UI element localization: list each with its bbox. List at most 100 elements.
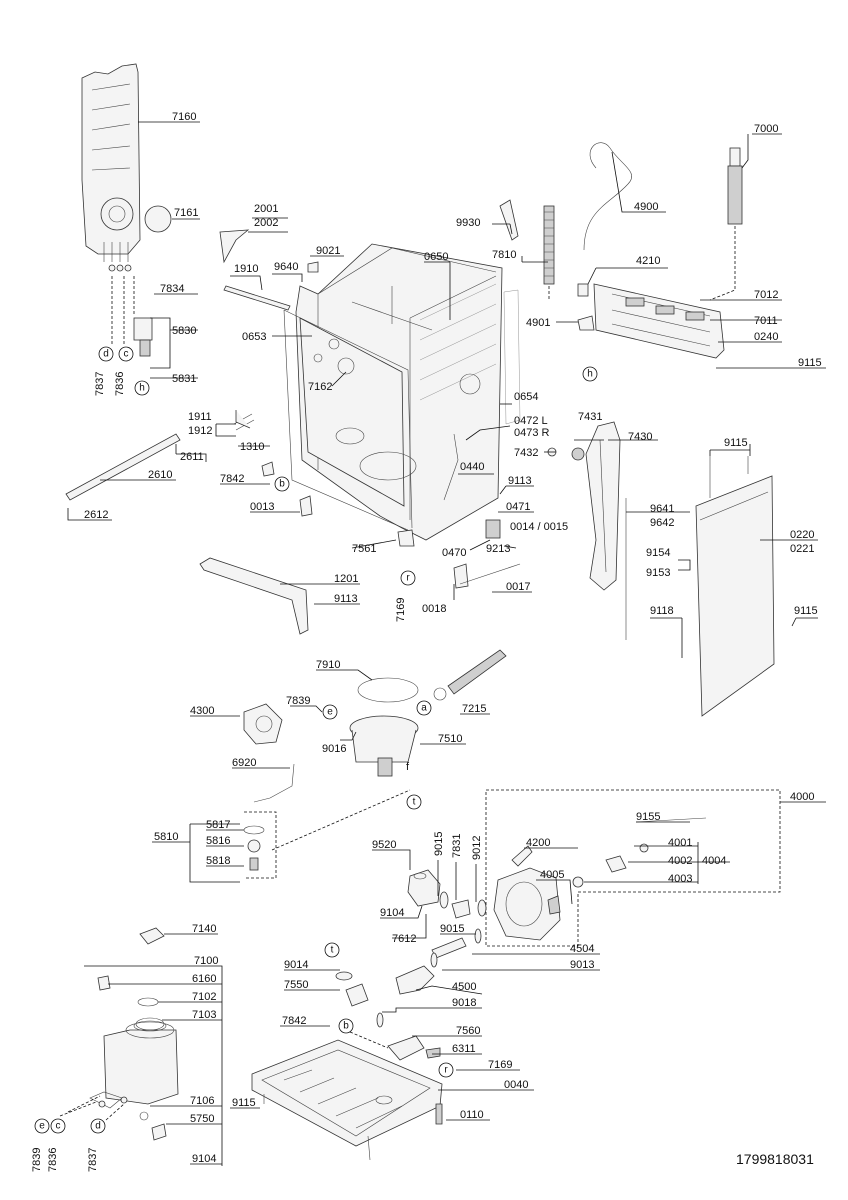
part-7100-softener — [89, 1017, 179, 1109]
label-0013: 0013 — [250, 501, 274, 513]
label-9118: 9118 — [650, 605, 674, 617]
part-7430-spray-arm — [547, 421, 621, 591]
label-7432: 7432 — [514, 447, 538, 459]
label-2002: 2002 — [254, 217, 278, 229]
part-9012-clamp — [477, 899, 487, 917]
label-5831: 5831 — [172, 373, 196, 385]
marker-f: f — [406, 761, 410, 773]
part-9520-heater-block — [407, 869, 441, 907]
label-4001: 4001 — [668, 837, 692, 849]
part-2001-bracket — [219, 229, 250, 264]
label-9013: 9013 — [570, 959, 594, 971]
label-0653: 0653 — [242, 331, 266, 343]
part-7161-ring — [144, 205, 172, 233]
label-9018: 9018 — [452, 997, 476, 1009]
marker-t-2: t — [331, 945, 334, 956]
part-0440-seal — [443, 433, 459, 501]
label-7560: 7560 — [456, 1025, 480, 1037]
label-0017: 0017 — [506, 581, 530, 593]
part-7510-sump — [349, 715, 419, 777]
part-9021-clip — [307, 261, 319, 273]
part-7106-seal — [139, 1111, 149, 1121]
label-7837-a: 7837 — [94, 372, 106, 396]
part-4200-capacitor — [511, 845, 533, 867]
part-6160-filter — [97, 975, 111, 991]
label-7100: 7100 — [194, 955, 218, 967]
part-5830-valve — [111, 276, 153, 357]
label-0018: 0018 — [422, 603, 446, 615]
label-9014: 9014 — [284, 959, 308, 971]
label-7834: 7834 — [160, 283, 184, 295]
label-7842-a: 7842 — [220, 473, 244, 485]
label-7140: 7140 — [192, 923, 216, 935]
label-7836-b: 7836 — [47, 1148, 59, 1172]
label-9520: 9520 — [372, 839, 396, 851]
part-0654-insulation — [503, 289, 521, 425]
label-4210: 4210 — [636, 255, 660, 267]
marker-h-1: h — [139, 383, 145, 394]
label-4003: 4003 — [668, 873, 692, 885]
label-7839-b: 7839 — [31, 1148, 43, 1172]
marker-c-2: c — [56, 1121, 61, 1132]
part-4901-connector — [577, 315, 595, 331]
part-7000-hose — [709, 147, 743, 301]
part-7103-seal — [133, 1020, 167, 1032]
label-4004: 4004 — [702, 855, 726, 867]
label-9015-a: 9015 — [433, 832, 445, 856]
label-7215: 7215 — [462, 703, 486, 715]
label-0654: 0654 — [514, 391, 538, 403]
label-1310: 1310 — [240, 441, 264, 453]
label-1201: 1201 — [334, 573, 358, 585]
label-0472: 0472 L — [514, 415, 548, 427]
label-0470: 0470 — [442, 547, 466, 559]
label-7162: 7162 — [308, 381, 332, 393]
part-0013-foot — [299, 495, 313, 517]
label-5830: 5830 — [172, 325, 196, 337]
part-7561-hinge — [397, 529, 415, 547]
marker-b-1: b — [279, 479, 285, 490]
label-2001: 2001 — [254, 203, 278, 215]
label-9115-a: 9115 — [798, 357, 822, 369]
label-4504: 4504 — [570, 943, 594, 955]
label-9153: 9153 — [646, 567, 670, 579]
label-7430: 7430 — [628, 431, 652, 443]
label-2611: 2611 — [180, 451, 204, 463]
part-4500-drain-pump — [395, 952, 438, 995]
label-9115-b: 9115 — [724, 437, 748, 449]
marker-r-1: r — [406, 573, 410, 584]
label-5818: 5818 — [206, 855, 230, 867]
label-7831: 7831 — [451, 834, 463, 858]
part-2610-rail — [65, 433, 181, 501]
label-9115-c: 9115 — [794, 605, 818, 617]
label-7612: 7612 — [392, 933, 416, 945]
label-9641: 9641 — [650, 503, 674, 515]
label-0240: 0240 — [754, 331, 778, 343]
label-7837-b: 7837 — [87, 1148, 99, 1172]
label-4901: 4901 — [526, 317, 550, 329]
label-0471: 0471 — [506, 501, 530, 513]
label-7161: 7161 — [174, 207, 198, 219]
part-0017-pin — [459, 563, 521, 585]
part-0040-base-tray — [251, 1039, 443, 1147]
marker-t-1: t — [413, 797, 416, 808]
label-7810: 7810 — [492, 249, 516, 261]
label-7842-b: 7842 — [282, 1015, 306, 1027]
label-7012: 7012 — [754, 289, 778, 301]
part-9015-clamp — [439, 891, 449, 909]
part-1201-plinth — [199, 557, 309, 635]
part-4504-hose — [431, 937, 467, 959]
marker-e-2: e — [39, 1121, 45, 1132]
dashed-leader-t — [271, 789, 411, 851]
label-4200: 4200 — [526, 837, 550, 849]
part-0014-valve — [485, 519, 501, 539]
label-7561: 7561 — [352, 543, 376, 555]
label-5817: 5817 — [206, 819, 230, 831]
part-0220-door-panel — [695, 456, 775, 717]
label-6311: 6311 — [452, 1043, 476, 1055]
part-0240-control-panel — [577, 283, 725, 359]
part-4002-bearing — [572, 843, 649, 888]
label-9642: 9642 — [650, 517, 674, 529]
marker-a-1: a — [421, 703, 427, 714]
label-7431: 7431 — [578, 411, 602, 423]
